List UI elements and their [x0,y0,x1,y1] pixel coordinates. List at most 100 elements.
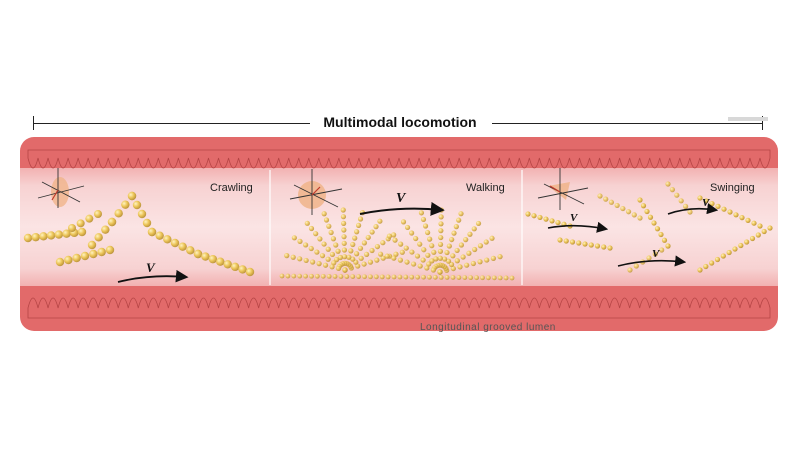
bead [77,227,87,237]
bead [497,254,503,260]
bead [444,249,450,256]
bead [738,242,744,249]
bead [450,275,456,280]
bead [537,214,543,221]
bead [377,218,383,224]
bead [23,233,33,243]
bead [651,220,657,226]
bead [97,247,106,257]
bead [607,245,613,251]
bead [290,254,296,260]
bead [341,240,347,246]
bead [456,275,462,280]
bead [391,232,397,238]
bead [433,256,439,262]
bead [326,223,332,229]
bead [297,256,303,262]
panel-label-swinging: Swinging [710,182,755,194]
bead [438,274,444,280]
bead [333,242,339,248]
bead [576,240,582,246]
bead [497,275,503,281]
bead [715,203,721,209]
bead [373,274,379,280]
bead [291,235,297,241]
bead [484,257,490,263]
bead [380,240,386,246]
bead [470,260,476,267]
bead [39,232,48,241]
bead [94,233,103,242]
bead [354,229,360,235]
bead [409,249,415,255]
bead [426,261,432,267]
title-span-line-right [492,123,762,124]
bead [464,262,470,268]
bead [437,255,443,261]
bead [640,203,647,209]
bead [329,264,335,270]
velocity-label-swinging-3: V [652,248,661,260]
bead [446,243,452,249]
bead [54,230,64,239]
bead [340,214,347,220]
bead [374,243,381,250]
bead [121,200,130,209]
bead [703,198,709,204]
bead [709,201,715,207]
bead [279,273,285,279]
bead [659,247,665,253]
bead [697,195,703,201]
bead [437,269,443,275]
bead [417,263,423,269]
velocity-arrow-swinging-1 [547,221,609,233]
bead [330,236,337,242]
title-span-faded-mark [728,117,768,121]
bead [309,273,314,279]
bead [87,240,97,250]
bead [105,245,115,255]
bead [749,235,756,242]
bead [303,273,308,279]
bead [472,246,478,253]
bead [80,251,90,261]
bead [320,273,326,279]
bead [357,245,364,251]
bead [415,274,421,280]
bead [127,191,137,201]
bead [314,273,320,279]
bead [414,253,421,259]
bead [147,227,157,237]
bead [404,224,411,231]
bead [427,274,432,280]
bead [346,254,352,260]
bead [761,228,767,235]
bead [132,200,142,210]
bead [720,253,726,259]
bead [477,259,483,265]
bead [62,229,71,238]
bead [625,209,632,215]
bead [614,202,620,209]
bead [456,217,462,223]
bead [669,187,676,193]
velocity-label-crawling: V [146,260,156,275]
bead [361,240,367,246]
axes-icon-swinging [537,168,589,210]
bead [297,273,303,279]
bead [453,224,459,230]
bead [608,199,615,205]
bead [310,259,316,265]
bead [744,239,750,245]
bead [319,253,326,259]
bead [338,274,344,279]
bead [361,261,367,267]
bead [703,263,709,270]
bead [350,241,356,248]
bead [391,274,397,280]
bead [757,223,763,229]
bead [170,238,180,248]
bead [364,251,370,257]
bead [460,254,466,260]
